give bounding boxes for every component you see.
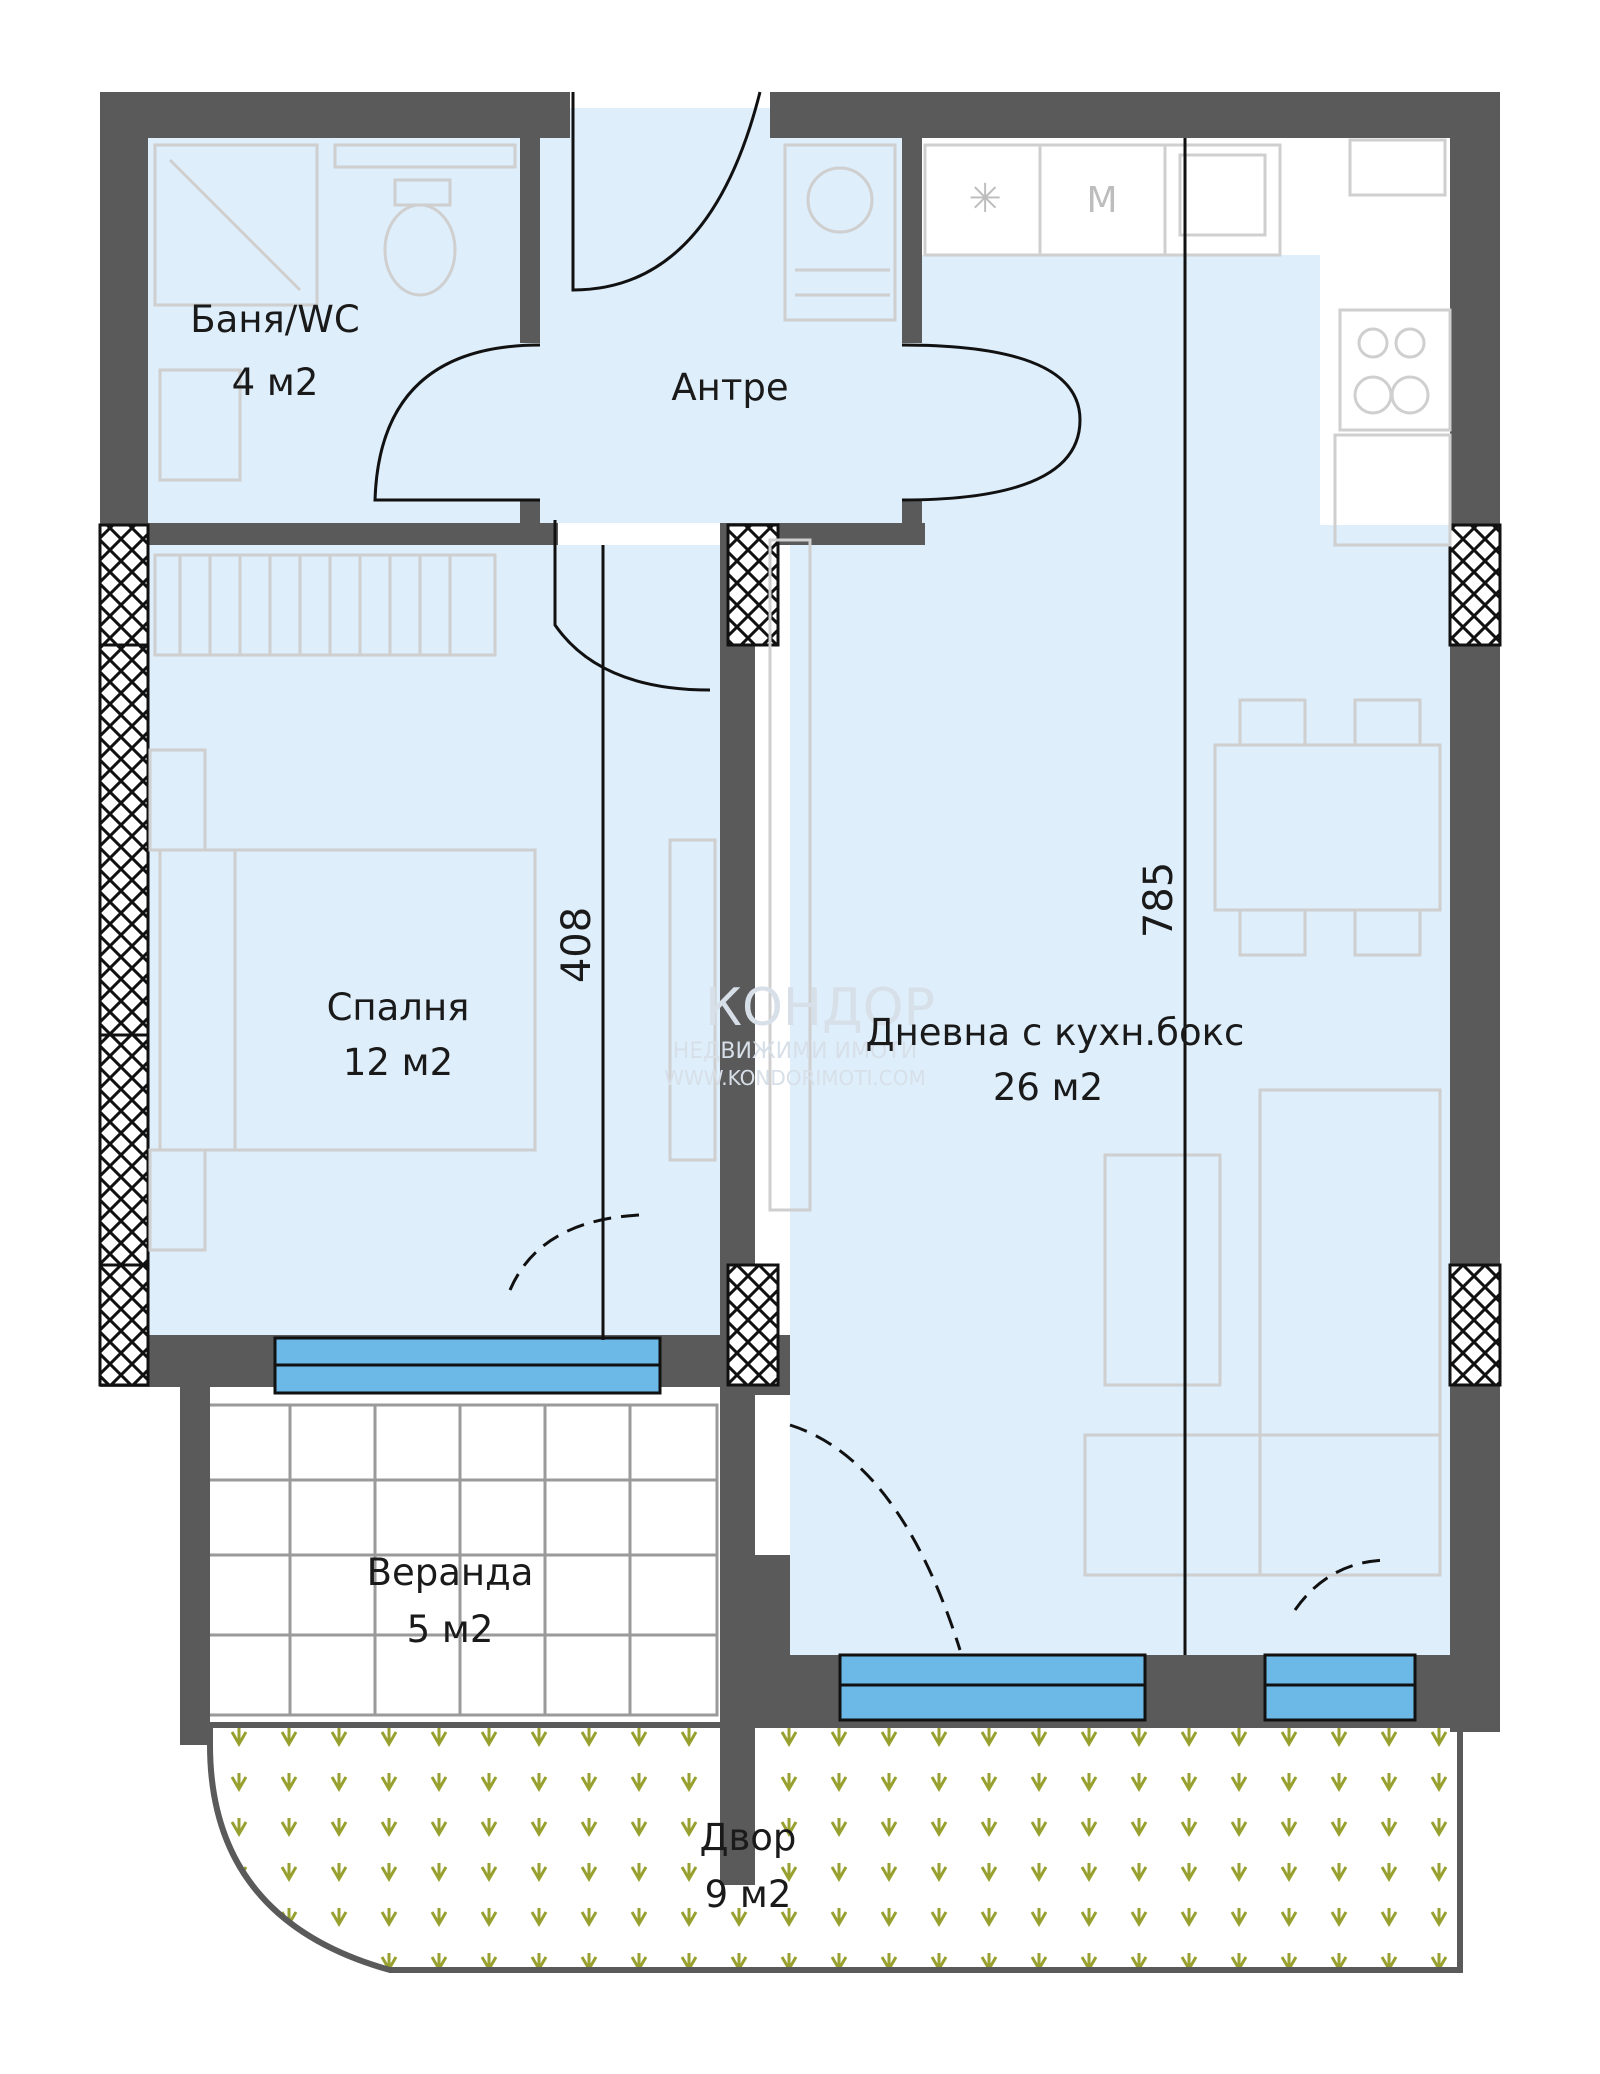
bedroom-name: Спалня bbox=[327, 986, 470, 1029]
freezer-label: ✳ bbox=[968, 176, 1002, 222]
doors bbox=[373, 91, 1082, 692]
bedroom-furniture bbox=[148, 553, 717, 1252]
hall-name: Антре bbox=[671, 366, 788, 409]
kitchen-floor bbox=[780, 255, 1320, 525]
living-depth-label: 785 bbox=[1136, 862, 1182, 938]
dimension-lines bbox=[601, 138, 1187, 1655]
bedroom-area: 12 м2 bbox=[343, 1041, 453, 1084]
watermark-site: WWW.KONDORIMOTI.COM bbox=[664, 1066, 925, 1090]
veranda-area: 5 м2 bbox=[407, 1608, 494, 1651]
bathroom-fixtures bbox=[153, 143, 517, 482]
yard-area bbox=[207, 1722, 1463, 1973]
living-name: Дневна с кухн.бокс bbox=[866, 1011, 1245, 1054]
watermark-tagline: НЕДВИЖИМИ ИМОТИ bbox=[673, 1039, 917, 1064]
bath-floor bbox=[148, 138, 520, 523]
windows bbox=[273, 1336, 1417, 1722]
kitchen-fixtures bbox=[783, 138, 1452, 547]
door-swings-dashed bbox=[508, 1213, 1391, 1651]
living-furniture bbox=[768, 538, 1442, 1577]
microwave-label: M bbox=[1086, 180, 1117, 221]
veranda-name: Веранда bbox=[367, 1551, 534, 1594]
veranda-tiles bbox=[205, 1403, 719, 1717]
yard-name: Двор bbox=[700, 1816, 797, 1859]
bedroom-depth-label: 408 bbox=[554, 907, 600, 983]
bath-area: 4 м2 bbox=[232, 361, 319, 404]
living-area: 26 м2 bbox=[993, 1066, 1103, 1109]
yard-area-label: 9 м2 bbox=[705, 1873, 792, 1916]
bath-name: Баня/WC bbox=[190, 298, 359, 341]
watermark-brand: КОНДОР bbox=[705, 978, 935, 1038]
